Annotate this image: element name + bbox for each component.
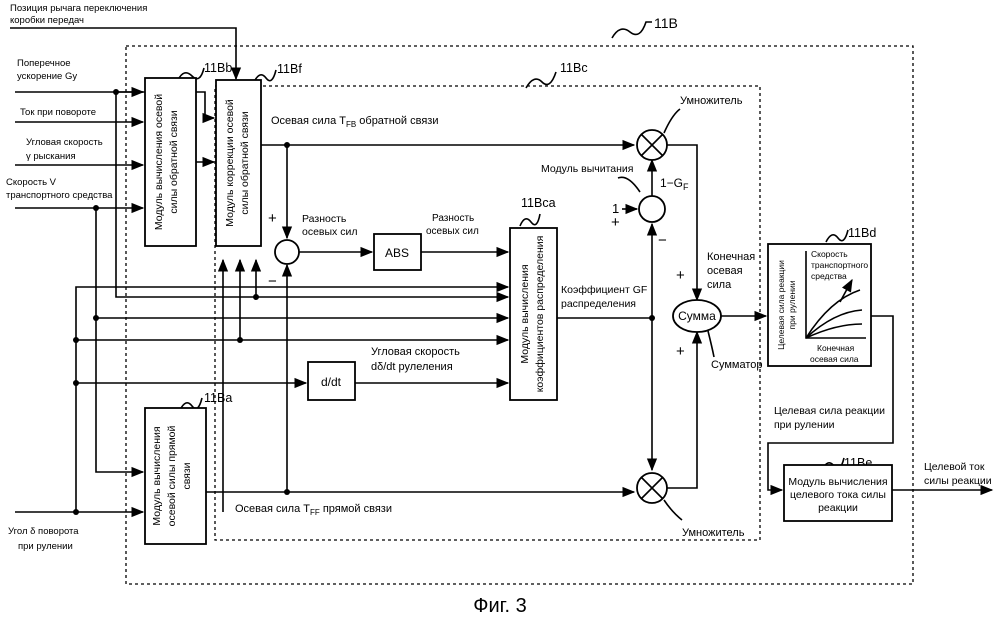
fb-corr-label-2: силы обратной связи [239,111,251,214]
fb-corr-label-1: Модуль коррекции осевой [224,99,236,227]
input-steering-angle-2: при рулении [18,541,73,552]
diff-abs-label-2: осевых сил [426,226,479,237]
coef-gf-label-2: распределения [561,298,636,310]
final-force-label-2: осевая [707,265,743,277]
dist-coef-label-2: коэффициентов распределения [534,236,546,393]
ref-11Bb: 11Bb [204,61,232,75]
fb-calc-label-1: Модуль вычисления осевой [153,94,165,230]
input-steering-angle-1: Угол δ поворота [8,526,79,537]
steer-rate-label-1: Угловая скорость [371,346,460,358]
map-y-axis-label-1: Целевая сила реакции [776,260,786,350]
input-yaw-rate-1: Угловая скорость [26,137,103,148]
figure-caption: Фиг. 3 [473,595,526,617]
final-force-label-3: сила [707,279,732,291]
diff-plus: + [268,210,277,227]
input-lateral-accel-1: Поперечное [17,58,71,69]
fb-calc-label-2: силы обратной связи [168,110,180,213]
subtract-node [639,196,665,222]
target-current-out-label-2: силы реакции [924,475,992,487]
target-reaction-label-1: Целевая сила реакции [774,405,885,417]
input-vehicle-speed-2: транспортного средства [6,190,113,201]
ref-11Bc: 11Bc [560,61,588,75]
ref-11Ba: 11Ba [204,391,232,405]
map-x-axis-label-1: Конечная [817,343,855,353]
sub-plus: + [611,214,620,231]
sum-plus-top: + [676,267,685,284]
input-lateral-accel-2: ускорение Gy [17,71,77,82]
one-minus-gf-label: 1−GF [660,176,689,192]
ref-11Bd: 11Bd [848,226,876,240]
ddt-label: d/dt [321,375,342,389]
ref-11Bf: 11Bf [277,62,302,76]
abs-label: ABS [385,246,409,260]
multiplier-top [637,130,667,160]
map-y-axis-label-2: при рулении [787,280,797,329]
target-current-label-1: Модуль вычисления [788,476,887,488]
ff-force-label: Осевая сила TFF прямой связи [235,503,392,517]
adder-label: Сумматор [711,359,762,371]
target-current-label-3: реакции [818,502,858,514]
multiplier-bottom-label: Умножитель [682,527,745,539]
target-current-label-2: целевого тока силы [790,489,886,501]
diff-minus: − [268,273,277,290]
map-speed-label-3: средства [811,271,847,281]
coef-gf-label-1: Коэффициент GF [561,284,647,296]
dist-coef-label-1: Модуль вычисления [519,264,531,363]
map-x-axis-label-2: осевая сила [810,354,859,364]
ff-calc-label-2: осевой силы прямой [166,425,178,526]
final-force-label-1: Конечная [707,251,755,263]
diff-forces-label-1: Разность [302,213,347,225]
sub-minus: − [658,232,667,249]
target-reaction-label-2: при рулении [774,419,835,431]
fb-force-label: Осевая сила TFB обратной связи [271,115,438,129]
input-gear-position-2: коробки передач [10,15,84,26]
multiplier-top-label: Умножитель [680,95,743,107]
steer-rate-label-2: dδ/dt рулеления [371,361,453,373]
input-vehicle-speed-1: Скорость V [6,177,57,188]
sum-label: Сумма [678,309,716,323]
subtract-module-label: Модуль вычитания [541,163,633,175]
map-speed-label-2: транспортного [811,260,868,270]
input-gear-position-1: Позиция рычага переключения [10,3,147,14]
diff-abs-label-1: Разность [432,213,474,224]
ff-calc-label-3: связи [181,462,193,489]
sum-plus-bottom: + [676,343,685,360]
input-yaw-rate-2: γ рыскания [26,151,76,162]
multiplier-bottom [637,473,667,503]
ff-calc-label-1: Модуль вычисления [151,426,163,525]
ref-11B: 11B [654,15,678,31]
map-speed-label-1: Скорость [811,249,848,259]
input-steering-current: Ток при повороте [20,107,96,118]
ref-11Bca: 11Bca [521,196,556,210]
target-current-out-label-1: Целевой ток [924,461,985,473]
diff-forces-label-2: осевых сил [302,226,357,238]
difference-node [275,240,299,264]
